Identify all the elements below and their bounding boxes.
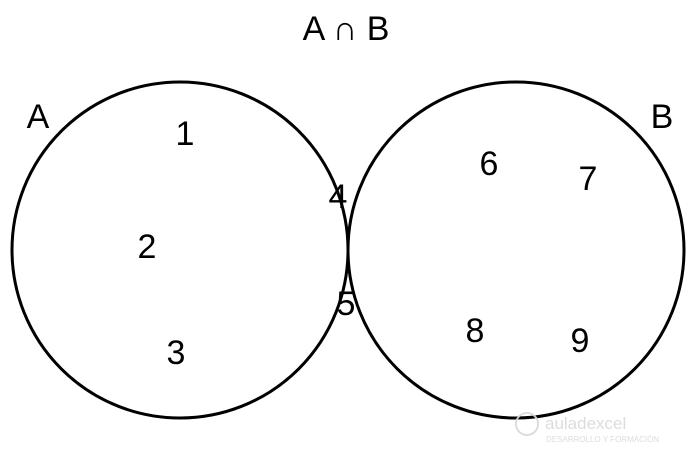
intersection-element: 4	[329, 178, 348, 216]
intersection-element: 5	[337, 285, 356, 323]
set-b-circle	[346, 80, 686, 420]
set-a-element: 3	[167, 334, 186, 372]
set-a-label: A	[27, 98, 50, 136]
watermark-logo-icon	[515, 412, 539, 436]
intersection-label: A ∩ B	[303, 10, 390, 48]
watermark-brand: auladexcel	[545, 414, 626, 433]
set-b-label: B	[651, 98, 674, 136]
watermark: auladexcel DESARROLLO Y FORMACIÓN	[515, 412, 659, 444]
set-b-element: 6	[480, 145, 499, 183]
set-b-element: 8	[466, 312, 485, 350]
set-a-element: 1	[176, 115, 195, 153]
set-b-element: 7	[579, 160, 598, 198]
set-b-element: 9	[571, 322, 590, 360]
set-a-element: 2	[138, 228, 157, 266]
watermark-tagline: DESARROLLO Y FORMACIÓN	[546, 435, 659, 444]
